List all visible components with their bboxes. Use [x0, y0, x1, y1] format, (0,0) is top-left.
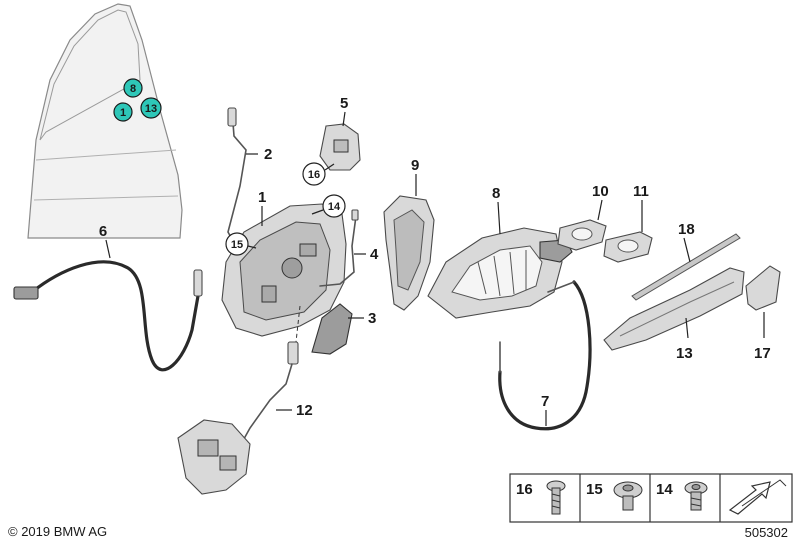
label-3[interactable]: 3 [368, 310, 376, 327]
circled-label-16[interactable]: 16 [302, 162, 335, 186]
label-7[interactable]: 7 [541, 393, 549, 410]
copyright-text: © 2019 BMW AG [8, 524, 107, 539]
svg-text:15: 15 [586, 481, 603, 498]
door-outline [27, 3, 183, 239]
svg-text:8: 8 [130, 83, 136, 95]
leader-18 [683, 237, 691, 263]
actuator-part-12 [177, 341, 299, 495]
cap-part-17 [745, 265, 781, 311]
leader-6 [105, 239, 111, 259]
label-4[interactable]: 4 [370, 246, 379, 263]
svg-text:14: 14 [656, 481, 673, 498]
fastener-legend: 16 15 14 [509, 473, 793, 523]
direction-arrow-icon [728, 479, 787, 515]
trim-strip-part-18 [631, 233, 741, 301]
label-5[interactable]: 5 [340, 95, 348, 112]
circled-label-14[interactable]: 14 [311, 194, 346, 218]
bowden-cable-part-7 [498, 280, 592, 431]
svg-text:13: 13 [145, 103, 157, 115]
screw-icon [684, 481, 708, 511]
label-11[interactable]: 11 [633, 183, 649, 200]
screw-icon [613, 481, 643, 511]
label-10[interactable]: 10 [592, 183, 609, 200]
svg-text:16: 16 [516, 481, 533, 498]
svg-text:15: 15 [231, 239, 243, 251]
wire-part-4 [319, 209, 359, 287]
svg-text:14: 14 [328, 201, 341, 213]
circled-label-15[interactable]: 15 [225, 232, 257, 256]
label-8[interactable]: 8 [492, 185, 500, 202]
leader-8 [497, 201, 501, 235]
door-callout-13[interactable]: 13 [140, 97, 162, 119]
legend-item-15[interactable]: 15 [586, 481, 643, 511]
legend-item-14[interactable]: 14 [656, 481, 708, 511]
leader-10 [597, 199, 603, 221]
gasket-part-11 [603, 231, 653, 263]
svg-text:1: 1 [120, 107, 126, 119]
label-1[interactable]: 1 [258, 189, 266, 206]
label-2[interactable]: 2 [264, 146, 272, 163]
label-13[interactable]: 13 [676, 345, 693, 362]
leader-13 [685, 317, 689, 339]
striker-part-5 [319, 123, 361, 171]
bowden-cable-part-6 [13, 260, 203, 372]
door-callout-8[interactable]: 8 [123, 78, 143, 98]
door-handle-part-13 [603, 267, 745, 351]
label-6[interactable]: 6 [99, 223, 107, 240]
leader-5 [342, 111, 346, 127]
label-12[interactable]: 12 [296, 402, 313, 419]
cover-part-9 [383, 195, 435, 311]
handle-carrier-part-8 [427, 227, 573, 319]
screw-icon [546, 480, 566, 515]
door-lock-part-1 [221, 203, 347, 337]
diagram-number: 505302 [745, 525, 788, 540]
label-17[interactable]: 17 [754, 345, 771, 362]
rod-part-2 [227, 107, 247, 251]
bracket-part-3 [311, 303, 353, 355]
svg-text:16: 16 [308, 169, 320, 181]
gasket-part-10 [557, 219, 607, 251]
label-18[interactable]: 18 [678, 221, 695, 238]
legend-item-16[interactable]: 16 [516, 480, 566, 515]
door-callout-1[interactable]: 1 [113, 102, 133, 122]
label-9[interactable]: 9 [411, 157, 419, 174]
